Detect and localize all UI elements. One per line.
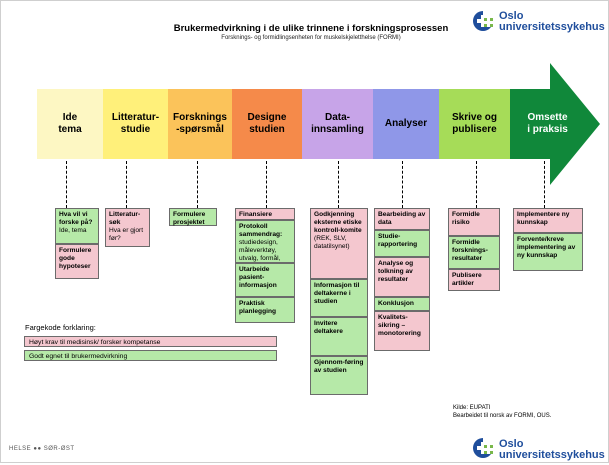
task-card: Formulere gode hypoteser bbox=[55, 244, 99, 279]
connector-line bbox=[266, 161, 267, 208]
arrow-shape bbox=[510, 63, 600, 185]
task-title: Forvente/kreve implementering av ny kunn… bbox=[517, 236, 576, 259]
task-card: Formidle forsknings-resultater bbox=[448, 236, 500, 269]
stage-5: Data- innsamling bbox=[302, 89, 373, 159]
stage-4: Designe studien bbox=[232, 89, 302, 159]
stage-2: Litteratur- studie bbox=[103, 89, 168, 159]
task-card: Formulere prosjektet bbox=[169, 208, 217, 226]
task-card: Konklusjon bbox=[374, 297, 430, 311]
task-title: Praktisk planlegging bbox=[239, 300, 276, 315]
task-card: Analyse og tolkning av resultater bbox=[374, 257, 430, 297]
stage-8: Omsette i praksis bbox=[510, 89, 585, 159]
task-card: Publisere artikler bbox=[448, 269, 500, 291]
legend-title: Fargekode forklaring: bbox=[25, 323, 96, 332]
source-line1: Kilde: EUPATI bbox=[453, 405, 491, 411]
ous-logo-text: Oslo universitetssykehus bbox=[499, 11, 605, 33]
stage-label: Analyser bbox=[384, 118, 428, 129]
stage-3: Forsknings -spørsmål bbox=[168, 89, 232, 159]
task-note: Hva er gjort før? bbox=[109, 227, 144, 242]
stage-1: Ide tema bbox=[37, 89, 103, 159]
page-title: Brukermedvirkning i de ulike trinnene i … bbox=[173, 23, 449, 34]
connector-line bbox=[476, 161, 477, 208]
ous-logo-text-bottom: Oslo universitetssykehus bbox=[499, 439, 605, 461]
connector-line bbox=[338, 161, 339, 208]
stage-label: Ide tema bbox=[58, 112, 82, 135]
connector-line bbox=[544, 161, 545, 208]
task-title: Formidle forsknings-resultater bbox=[452, 239, 488, 262]
task-title: Konklusjon bbox=[378, 300, 414, 307]
task-card: Godkjenning eksterne etiske kontroll-kom… bbox=[310, 208, 368, 279]
task-title: Implementere ny kunnskap bbox=[517, 211, 570, 226]
task-card: Bearbeiding av data bbox=[374, 208, 430, 230]
task-title: Litteratur-søk bbox=[109, 211, 141, 226]
task-card: Gjennom-føring av studien bbox=[310, 356, 368, 395]
stage-label: Forsknings -spørsmål bbox=[173, 112, 227, 135]
task-card: Hva vil vi forske på?Ide, tema bbox=[55, 208, 99, 244]
stage-6: Analyser bbox=[373, 89, 439, 159]
connector-line bbox=[402, 161, 403, 208]
ous-logo-icon bbox=[471, 9, 495, 33]
stage-7: Skrive og publisere bbox=[439, 89, 510, 159]
task-card: Utarbeide pasient-informasjon bbox=[235, 263, 295, 297]
logo-line1: Oslo bbox=[499, 438, 524, 450]
task-card: Invitere deltakere bbox=[310, 317, 368, 356]
task-title: Informasjon til deltakerne i studien bbox=[314, 282, 360, 305]
task-title: Hva vil vi forske på? bbox=[59, 211, 93, 226]
stage-label: Omsette i praksis bbox=[527, 112, 568, 135]
task-title: Utarbeide pasient-informasjon bbox=[239, 266, 277, 289]
stage-label: Data- innsamling bbox=[311, 112, 364, 135]
stage-label: Skrive og publisere bbox=[451, 112, 498, 135]
task-title: Kvalitets-sikring – monotorering bbox=[378, 314, 421, 337]
task-title: Formidle risiko bbox=[452, 211, 480, 226]
logo-line2: universitetssykehus bbox=[499, 21, 605, 33]
task-card: Formidle risiko bbox=[448, 208, 500, 236]
task-title: Studie-rapportering bbox=[378, 233, 418, 248]
task-title: Formulere prosjektet bbox=[173, 211, 206, 226]
task-note: (REK, SLV, datatilsynet) bbox=[314, 235, 350, 250]
task-title: Finansiere bbox=[239, 211, 272, 218]
source-note: Kilde: EUPATI Bearbeidet til norsk av FO… bbox=[453, 404, 551, 420]
logo-line1: Oslo bbox=[499, 10, 524, 22]
connector-line bbox=[66, 161, 67, 208]
legend-item-high-competence: Høyt krav til medisinsk/ forsker kompeta… bbox=[24, 336, 277, 347]
connector-line bbox=[126, 161, 127, 208]
source-line2: Bearbeidet til norsk av FORMI, OUS. bbox=[453, 413, 552, 419]
stage-label: Designe studien bbox=[247, 112, 287, 135]
task-title: Analyse og tolkning av resultater bbox=[378, 260, 414, 283]
task-card: Implementere ny kunnskap bbox=[513, 208, 583, 233]
task-card: Finansiere bbox=[235, 208, 295, 220]
task-title: Bearbeiding av data bbox=[378, 211, 426, 226]
legend-item-label: Høyt krav til medisinsk/ forsker kompeta… bbox=[29, 339, 161, 346]
task-title: Publisere artikler bbox=[452, 272, 482, 287]
task-card: Praktisk planlegging bbox=[235, 297, 295, 323]
task-title: Invitere deltakere bbox=[314, 320, 343, 335]
task-title: Gjennom-føring av studien bbox=[314, 359, 364, 374]
stage-label: Litteratur- studie bbox=[111, 112, 160, 135]
task-card: Studie-rapportering bbox=[374, 230, 430, 257]
legend-item-label: Godt egnet til brukermedvirkning bbox=[29, 353, 128, 360]
connector-line bbox=[197, 161, 198, 208]
page-subtitle: Forsknings- og formidlingsenheten for mu… bbox=[221, 35, 401, 41]
arrow-head bbox=[510, 63, 600, 185]
helse-sor-ost-logo-icon: HELSE ●● SØR-ØST bbox=[9, 446, 75, 452]
task-card: Forvente/kreve implementering av ny kunn… bbox=[513, 233, 583, 271]
task-card: Protokoll sammendrag:studiedesign, målev… bbox=[235, 220, 295, 270]
task-title: Protokoll sammendrag: bbox=[239, 223, 283, 238]
legend-item-user-participation: Godt egnet til brukermedvirkning bbox=[24, 350, 277, 361]
task-card: Informasjon til deltakerne i studien bbox=[310, 279, 368, 317]
ous-logo-icon bbox=[471, 436, 495, 460]
logo-line2: universitetssykehus bbox=[499, 449, 605, 461]
task-title: Formulere gode hypoteser bbox=[59, 247, 92, 270]
task-card: Kvalitets-sikring – monotorering bbox=[374, 311, 430, 351]
task-title: Godkjenning eksterne etiske kontroll-kom… bbox=[314, 211, 362, 234]
task-note: Ide, tema bbox=[59, 227, 87, 234]
